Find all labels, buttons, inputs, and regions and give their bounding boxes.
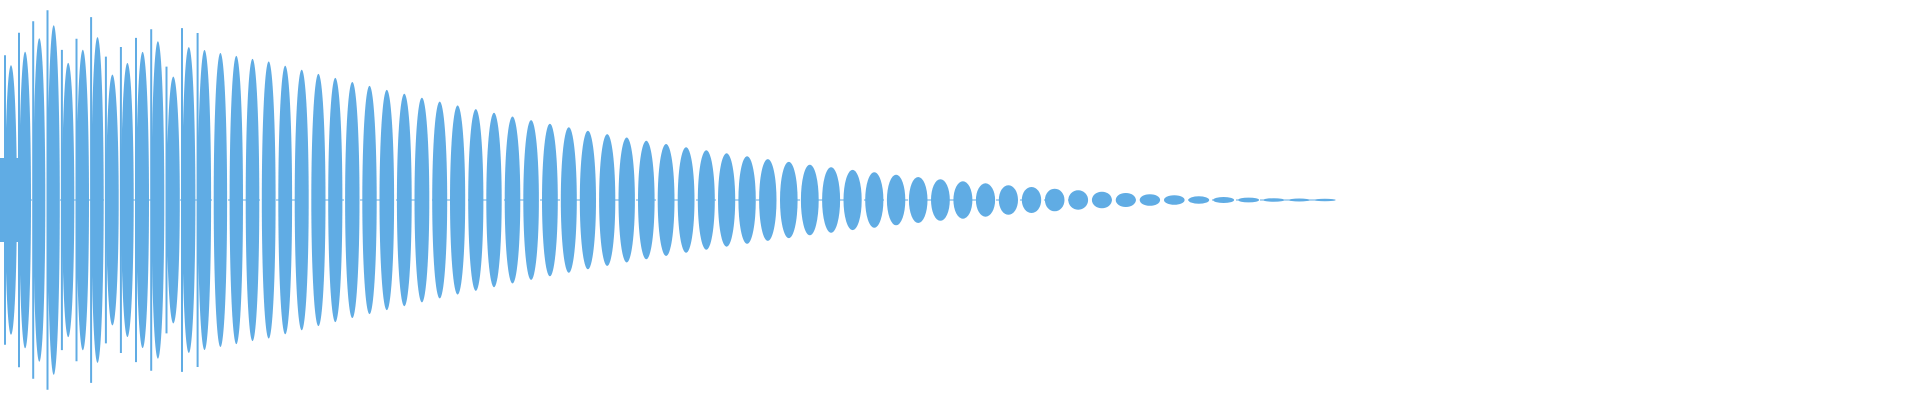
waveform-lobe — [151, 41, 165, 359]
waveform-lobe — [1314, 198, 1336, 202]
waveform-lobe — [865, 172, 884, 228]
waveform-lobe — [975, 183, 996, 217]
waveform-lobe — [182, 47, 196, 353]
waveform-lobe — [599, 134, 616, 266]
waveform-lobe — [76, 49, 90, 351]
waveform-lobe — [1238, 197, 1260, 203]
waveform-lobe — [62, 62, 75, 338]
waveform-lobe — [843, 169, 862, 231]
waveform-lobe — [579, 130, 597, 270]
waveform-lobe — [91, 37, 104, 363]
waveform-lobe — [166, 76, 180, 324]
waveform-lobe — [822, 167, 841, 233]
waveform-lobe — [1164, 195, 1185, 205]
waveform-lobe — [396, 93, 412, 307]
waveform-lobe — [800, 164, 819, 236]
waveform-lobe — [19, 51, 31, 349]
waveform-lobe — [229, 55, 243, 345]
waveform-lobe — [1263, 198, 1285, 202]
waveform-lobe — [998, 185, 1019, 215]
waveform-lobe — [468, 109, 484, 291]
waveform-lobe — [213, 53, 228, 347]
waveform-lobe — [718, 153, 736, 247]
waveform-lobe — [47, 25, 60, 375]
waveform-lobe — [1288, 198, 1311, 202]
waveform-lobe — [136, 51, 150, 349]
waveform-lobe — [261, 61, 276, 339]
waveform-lobe — [414, 97, 430, 303]
waveform-lobe — [106, 74, 119, 326]
waveform-lobe — [560, 127, 577, 273]
waveform-lobe — [432, 101, 448, 299]
waveform-lobe — [677, 147, 695, 253]
waveform-lobe — [245, 58, 260, 342]
waveform-lobe — [311, 73, 326, 327]
waveform-lobe — [697, 150, 715, 250]
waveform-lobe — [1068, 190, 1089, 210]
waveform-lobe — [523, 120, 539, 280]
waveform-lobe — [1021, 187, 1042, 213]
waveform-lobe — [738, 156, 756, 244]
waveform-lobe — [759, 159, 777, 241]
waveform-lobe — [780, 161, 798, 239]
waveform-lobe — [1044, 188, 1065, 212]
waveform-lobe — [328, 77, 343, 323]
waveform-lobe — [486, 112, 502, 288]
waveform-lobe — [931, 179, 950, 221]
waveform-lobe — [657, 144, 675, 256]
waveform-lobe — [504, 116, 521, 284]
waveform-lobe — [278, 65, 293, 335]
waveform-lobe — [197, 50, 212, 350]
waveform-lobe — [450, 105, 466, 295]
waveform-lobe — [908, 177, 928, 223]
waveform-lobe — [379, 89, 395, 311]
waveform-lobe — [294, 69, 309, 331]
waveform-lobe — [542, 123, 558, 277]
waveform-lobe — [618, 137, 635, 263]
waveform-lobe — [638, 140, 655, 260]
waveform-lobe — [1115, 193, 1136, 207]
waveform-shape — [0, 10, 1336, 390]
waveform-lobe — [5, 65, 17, 335]
waveform-lobe — [1091, 191, 1112, 209]
waveform-lobe — [1139, 194, 1161, 206]
waveform-lobe — [1188, 196, 1210, 204]
waveform-lobe — [362, 85, 377, 315]
waveform-lobe — [953, 181, 973, 219]
waveform-lobe — [33, 38, 46, 362]
waveform-lobe — [1213, 197, 1235, 203]
waveform-lobe — [121, 63, 134, 337]
waveform-lobe — [345, 82, 360, 318]
waveform-lobe — [886, 174, 906, 226]
